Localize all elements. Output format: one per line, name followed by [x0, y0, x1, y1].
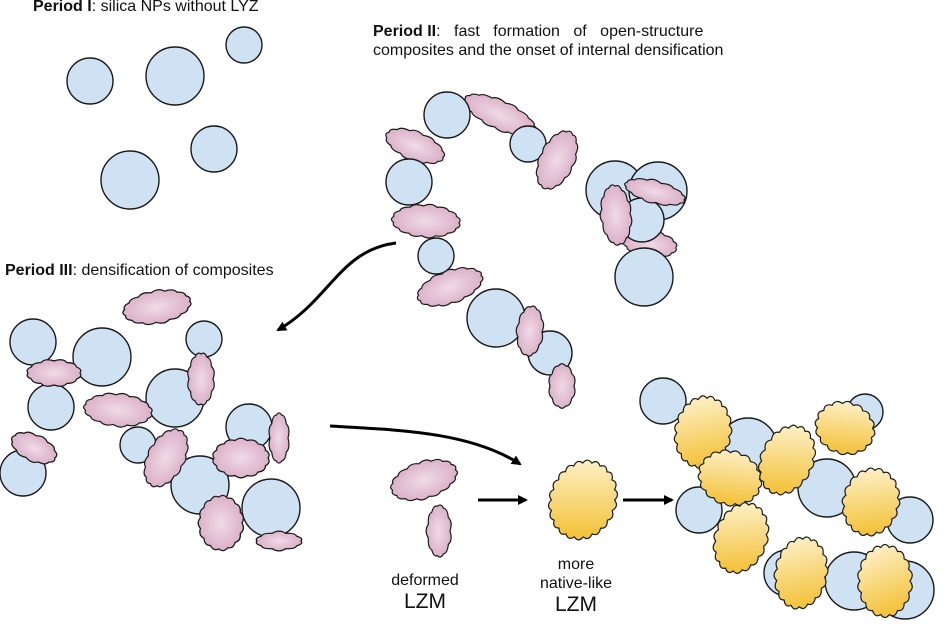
silica-np-period2	[385, 158, 433, 206]
deformed-lzm-protein	[26, 359, 82, 387]
silica-np-final	[639, 377, 687, 425]
period1-text: : silica NPs without LYZ	[91, 0, 259, 15]
deformed-lzm-protein	[416, 267, 484, 307]
silica-np-period2	[417, 237, 455, 275]
period2-text-line1: : fast formation of open-structure	[436, 23, 704, 40]
deformed-line2: LZM	[404, 590, 446, 613]
deformed-lzm-protein	[548, 363, 576, 409]
deformed-lzm-protein	[122, 289, 192, 326]
native-line2: native-like	[539, 575, 613, 592]
native-lzm-protein	[712, 502, 770, 574]
deformed-line1: deformed	[391, 572, 459, 589]
silica-np-period1	[225, 26, 263, 64]
period3-text: : densification of composites	[72, 262, 274, 279]
period3-label: Period III: densification of composites	[5, 261, 274, 280]
silica-np-period1	[66, 57, 114, 105]
silica-np-period3	[241, 478, 301, 538]
native-lzm-example	[547, 459, 619, 541]
native-lzm-protein	[757, 424, 817, 496]
deformed-lzm-protein	[143, 428, 189, 488]
silica-np-period2	[614, 247, 674, 307]
deformed-lzm-protein	[385, 127, 446, 165]
period2-label: Period II: fast formation of open-struct…	[373, 22, 797, 60]
native-line3: LZM	[555, 593, 597, 616]
deformed-lzm-protein	[268, 412, 290, 464]
curved-arrow-period3-to-native	[329, 424, 522, 466]
period2-title: Period II	[373, 23, 437, 40]
deformed-lzm-protein	[11, 431, 58, 465]
native-lzm-protein	[773, 536, 829, 610]
silica-np-period1	[145, 46, 205, 106]
deformed-lzm-protein	[255, 530, 303, 552]
silica-np-period1	[190, 125, 238, 173]
deformed-lzm-example	[390, 458, 458, 502]
protein-layer-top	[11, 130, 913, 619]
silica-np-period3	[9, 318, 57, 366]
native-lzm-label: more native-like LZM	[526, 555, 626, 616]
period1-title: Period I	[33, 0, 92, 15]
period1-label: Period I: silica NPs without LYZ	[33, 0, 259, 16]
period3-title: Period III	[5, 262, 73, 279]
native-line1: more	[557, 556, 595, 573]
silica-np-period2	[466, 288, 526, 348]
native-lzm-protein	[697, 449, 763, 507]
deformed-lzm-protein	[535, 130, 579, 190]
deformed-lzm-protein	[212, 437, 270, 479]
deformed-lzm-protein	[187, 352, 215, 406]
deformed-lzm-protein	[82, 392, 153, 428]
deformed-lzm-label: deformed LZM	[380, 571, 470, 613]
deformed-lzm-protein	[197, 494, 244, 552]
native-lzm-protein	[841, 467, 901, 537]
arrows-layer	[276, 241, 674, 505]
silica-np-period3	[72, 327, 132, 387]
silica-np-period2	[423, 91, 471, 139]
silica-np-final	[675, 486, 723, 534]
deformed-lzm-protein	[515, 305, 545, 357]
period2-text-line2: composites and the onset of internal den…	[373, 42, 724, 59]
silica-np-period3	[27, 383, 75, 431]
native-lzm-protein	[814, 400, 876, 456]
deformed-lzm-protein	[624, 177, 686, 206]
silica-np-period1	[100, 150, 160, 210]
deformed-lzm-example	[425, 504, 452, 558]
curved-arrow-period2-to-period3	[276, 241, 397, 332]
deformed-lzm-protein	[599, 184, 633, 246]
silica-np-period3	[185, 320, 223, 358]
native-lzm-protein	[857, 543, 913, 619]
deformed-lzm-protein	[390, 203, 461, 239]
